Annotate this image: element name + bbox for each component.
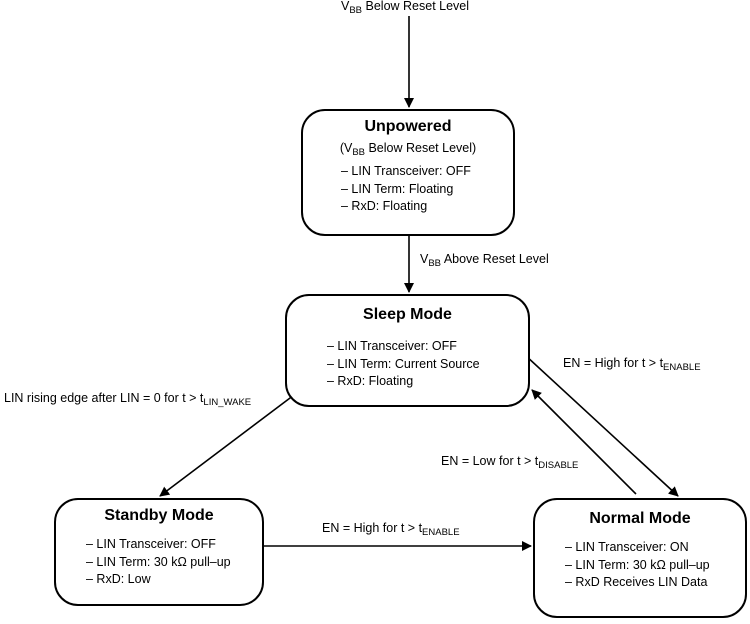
state-properties: – LIN Transceiver: OFF – LIN Term: Float…: [341, 163, 471, 216]
arrow-normal-to-sleep: [531, 389, 637, 495]
property-line: – LIN Transceiver: OFF: [86, 537, 216, 551]
label-power-up: VBB Above Reset Level: [420, 252, 549, 269]
property-line: – LIN Term: Floating: [341, 181, 454, 196]
label-sleep-to-standby: LIN rising edge after LIN = 0 for t > tL…: [4, 391, 252, 408]
state-properties: – LIN Transceiver: OFF – LIN Term: Curre…: [327, 338, 480, 391]
property-line: – LIN Transceiver: ON: [565, 540, 689, 554]
state-sleep: Sleep Mode – LIN Transceiver: OFF – LIN …: [285, 294, 530, 407]
property-line: – LIN Term: Current Source: [327, 356, 480, 371]
property-line: – RxD Receives LIN Data: [565, 575, 708, 589]
label-standby-to-normal: EN = High for t > tENABLE: [322, 521, 460, 538]
property-line: – LIN Transceiver: OFF: [327, 339, 457, 353]
property-line: – LIN Transceiver: OFF: [341, 164, 471, 178]
state-note: (VBB Below Reset Level): [339, 141, 477, 158]
state-title: Normal Mode: [589, 510, 691, 527]
state-normal: Normal Mode – LIN Transceiver: ON – LIN …: [533, 498, 747, 618]
label-normal-to-sleep: EN = Low for t > tDISABLE: [441, 454, 579, 471]
state-properties: – LIN Transceiver: ON – LIN Term: 30 kΩ …: [565, 539, 710, 592]
arrow-sleep-to-normal: [524, 354, 679, 497]
state-unpowered: Unpowered (VBB Below Reset Level) – LIN …: [301, 109, 515, 236]
label-sleep-to-normal: EN = High for t > tENABLE: [563, 356, 701, 373]
property-line: – RxD: Floating: [327, 374, 414, 388]
property-line: – LIN Term: 30 kΩ pull–up: [86, 554, 231, 569]
property-line: – LIN Term: 30 kΩ pull–up: [565, 557, 710, 572]
property-line: – RxD: Low: [86, 572, 151, 586]
arrow-sleep-to-standby: [159, 391, 299, 497]
state-properties: – LIN Transceiver: OFF – LIN Term: 30 kΩ…: [86, 536, 231, 589]
reset-level-label: VBB Below Reset Level: [341, 0, 470, 16]
property-line: – RxD: Floating: [341, 199, 428, 213]
state-title: Unpowered: [364, 118, 452, 135]
state-title: Sleep Mode: [363, 306, 452, 323]
state-standby: Standby Mode – LIN Transceiver: OFF – LI…: [54, 498, 264, 606]
state-title: Standby Mode: [104, 507, 214, 524]
